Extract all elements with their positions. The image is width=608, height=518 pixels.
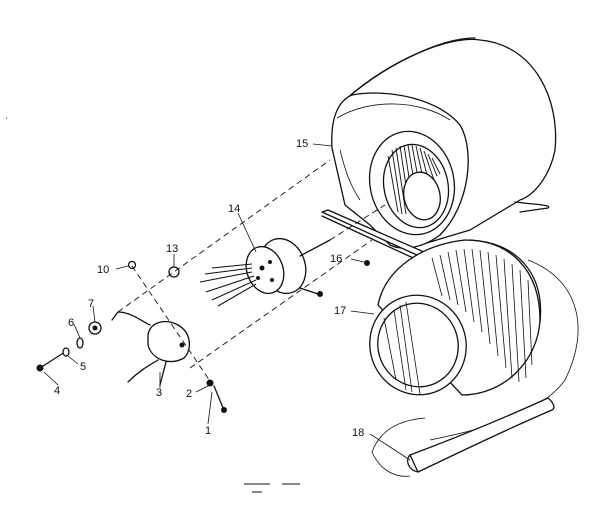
- grommet-7: [88, 321, 102, 335]
- cutoff-plate: [371, 259, 579, 477]
- washer-5: [62, 347, 70, 357]
- callout-13: 13: [166, 243, 178, 255]
- motor: [199, 237, 331, 307]
- callout-2: 2: [186, 388, 192, 400]
- callout-6: 6: [68, 317, 74, 329]
- callout-17: 17: [334, 305, 346, 317]
- motor-lead-wires: [199, 263, 257, 307]
- motor-mount: [111, 311, 190, 386]
- callout-15: 15: [296, 138, 308, 150]
- clip-13: [168, 266, 180, 278]
- callout-14: 14: [228, 203, 240, 215]
- callout-4: 4: [54, 385, 60, 397]
- callout-16: 16: [330, 253, 342, 265]
- wheel-vanes: [383, 248, 533, 395]
- blower-housing: [331, 37, 557, 249]
- bolt-1: [213, 385, 227, 413]
- callout-1: 1: [205, 425, 211, 437]
- nut-10: [127, 260, 137, 270]
- leader-lines: [43, 143, 411, 461]
- callout-7: 7: [88, 298, 94, 310]
- callout-3: 3: [156, 387, 162, 399]
- callout-10: 10: [97, 264, 109, 276]
- callout-labels: 1 2 3 4 5 6 7 10 13 14 15 16 17 18: [54, 138, 364, 439]
- scan-marks: [6, 117, 300, 493]
- callout-5: 5: [80, 361, 86, 373]
- screw-16: [364, 260, 370, 266]
- callout-18: 18: [352, 427, 364, 439]
- assembly-lines: [117, 159, 386, 385]
- nut-2: [206, 379, 214, 387]
- blower-wheel: [369, 239, 542, 396]
- spacer-6: [76, 337, 84, 349]
